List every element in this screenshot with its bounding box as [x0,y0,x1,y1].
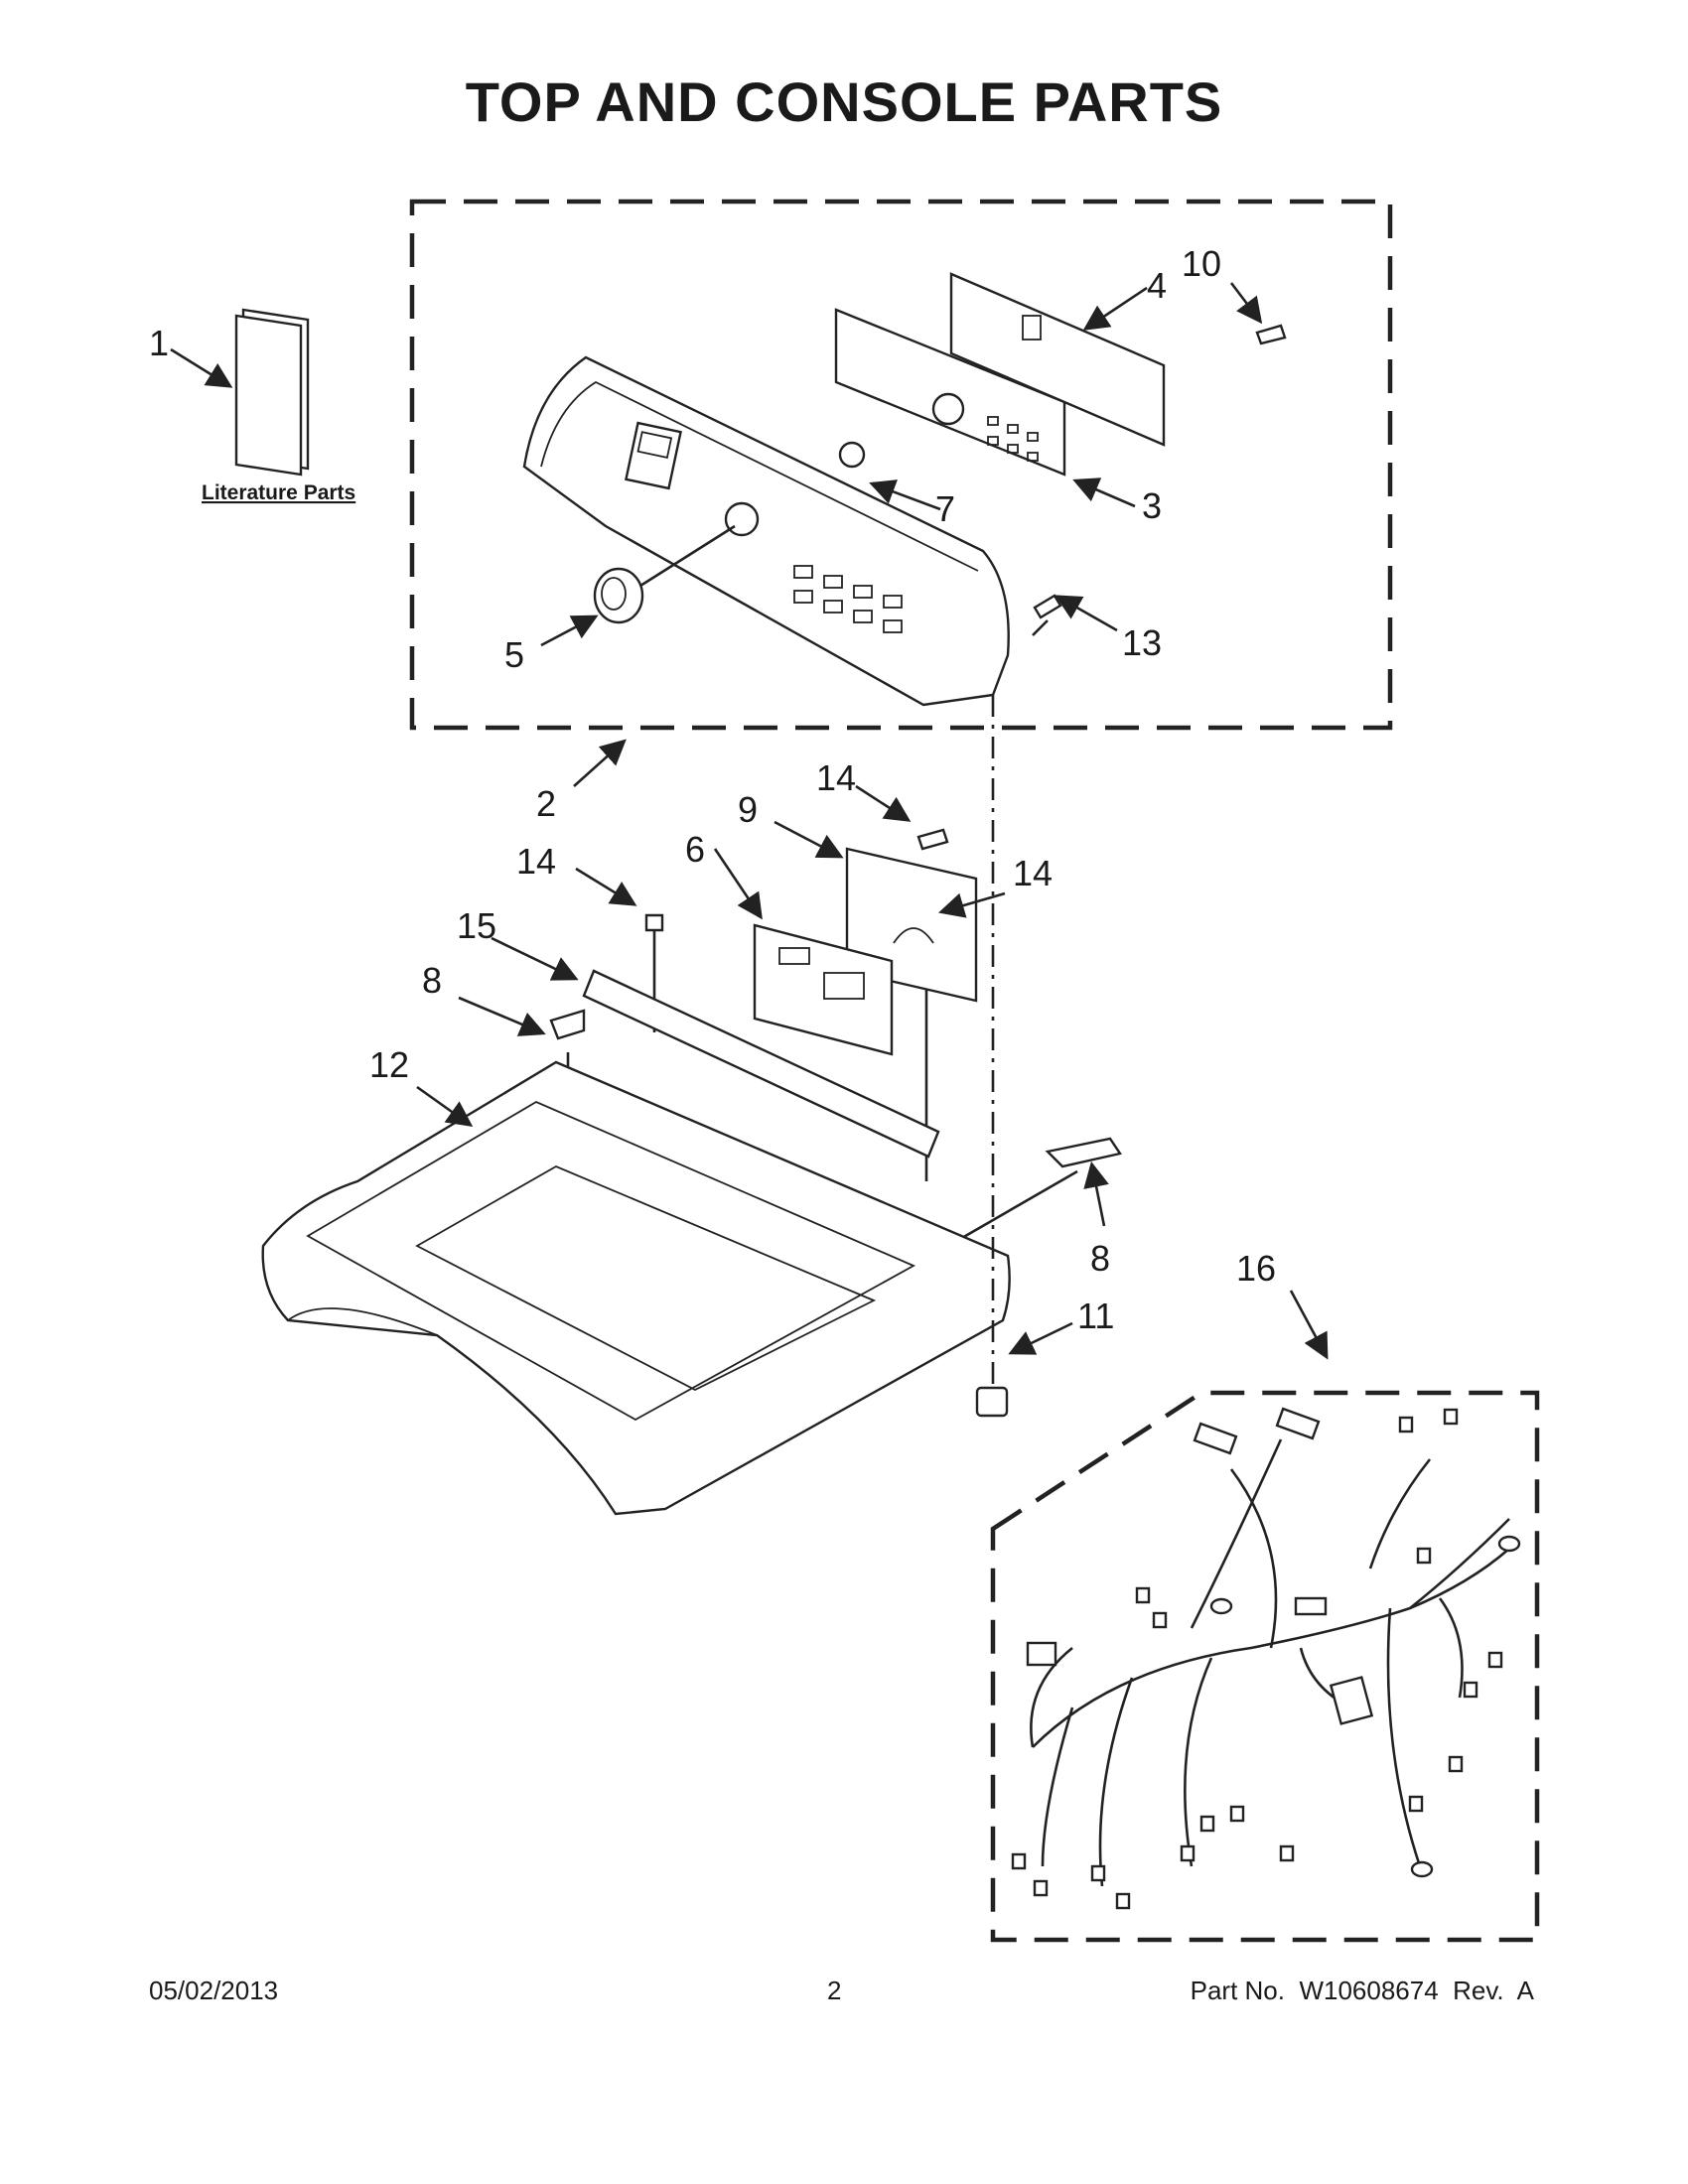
page-title: TOP AND CONSOLE PARTS [465,70,1223,133]
callout-14a: 14 [816,757,856,798]
callout-12: 12 [369,1044,409,1085]
footer-part-number: Part No. W10608674 Rev. A [1190,1976,1534,2005]
bumper [975,1386,1009,1418]
clip [549,1009,586,1040]
knob-ring [838,441,866,469]
user-interface-board [834,308,1066,477]
callout-labels: 1 2 3 4 5 6 7 8 8 9 10 11 12 13 14 14 14… [149,243,1276,1336]
top-panel [261,1060,1011,1516]
knob [593,567,644,624]
callout-10: 10 [1182,243,1221,284]
screw [1033,594,1062,619]
callout-9: 9 [738,789,758,830]
wire-harness [1011,1407,1521,1910]
footer-page-number: 2 [827,1976,842,2005]
screw [916,828,949,851]
callout-11: 11 [1077,1296,1114,1336]
callout-14b: 14 [516,841,556,882]
clip [1045,1137,1122,1168]
callout-14c: 14 [1013,853,1053,893]
leader-arrows [170,282,1329,1360]
control-strip [582,969,940,1159]
console-backing-plate [949,272,1166,447]
literature-booklet [234,308,310,477]
callout-2: 2 [536,783,556,824]
screw [1255,324,1287,345]
callout-8a: 8 [422,960,442,1001]
callout-7: 7 [935,488,955,529]
console-group-box [409,199,1393,731]
callout-1: 1 [149,323,169,363]
footer-date: 05/02/2013 [149,1976,279,2005]
callout-16: 16 [1236,1248,1276,1289]
callout-4: 4 [1147,265,1167,306]
control-board [753,923,894,1056]
callout-8b: 8 [1090,1238,1110,1279]
callout-3: 3 [1142,485,1162,526]
console-panel [522,355,1010,707]
harness-group-box [990,1390,1540,1943]
callout-13: 13 [1122,622,1162,663]
callout-6: 6 [685,829,705,870]
callout-5: 5 [504,634,524,675]
literature-parts-label: Literature Parts [202,481,355,504]
callout-15: 15 [457,905,496,946]
